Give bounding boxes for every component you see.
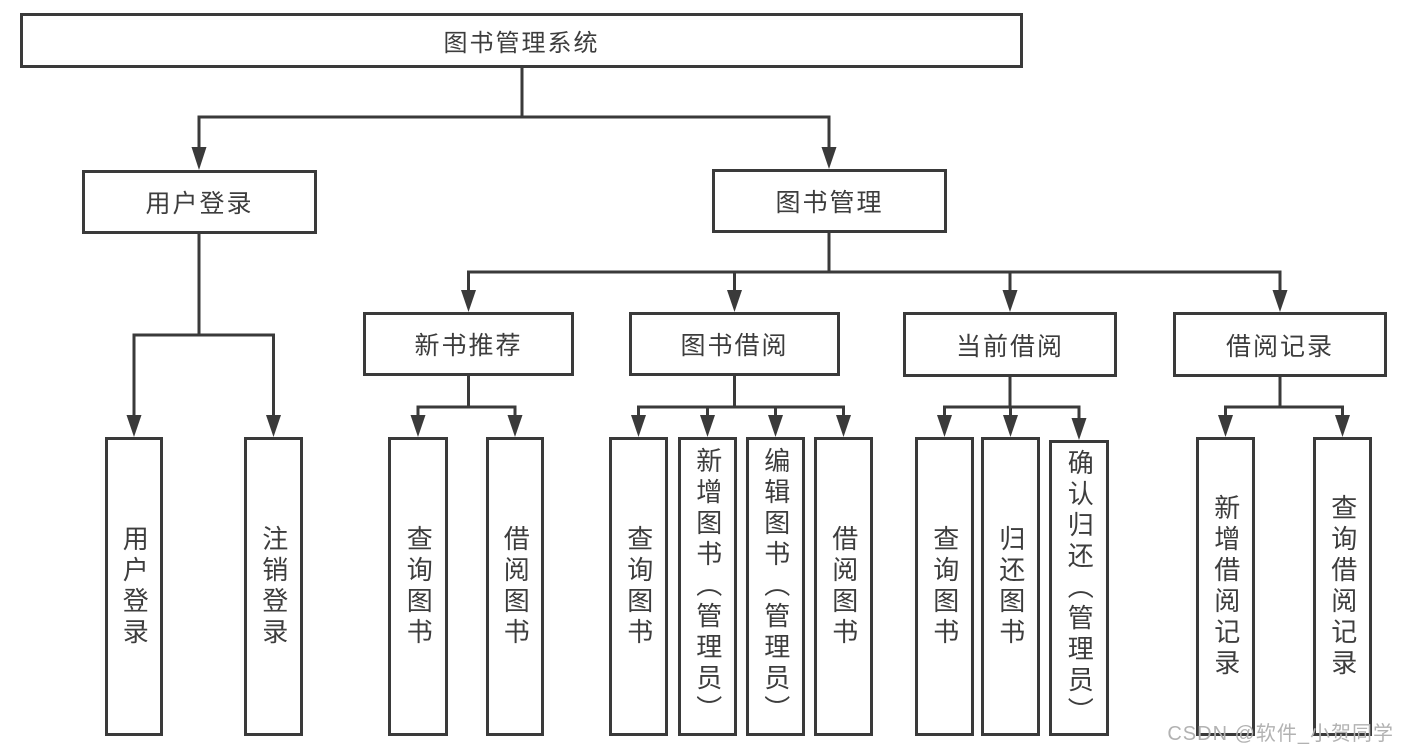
leaf-label: 注销登录 [258,524,289,649]
leaf-query-books-borrow: 查询图书 [609,437,668,736]
connector-current-leaves [943,377,1081,419]
connector-mgmt-level3 [467,233,1282,290]
leaf-return-books: 归还图书 [981,437,1040,736]
csdn-watermark: CSDN @软件_小贺同学 [1167,723,1394,745]
leaf-add-books-admin: 新增图书（管理员） [678,437,737,736]
node-new-book-recommend: 新书推荐 [363,312,574,376]
leaf-label: 用户登录 [119,524,150,649]
leaf-label: 确认归还（管理员） [1064,448,1095,728]
connector-login-leaves [132,234,275,416]
connector-records-leaves [1224,377,1344,416]
node-user-login: 用户登录 [82,170,317,234]
leaf-label: 查询图书 [403,524,434,649]
node-current-borrow: 当前借阅 [903,312,1117,377]
leaf-confirm-return-admin: 确认归还（管理员） [1049,440,1109,736]
leaf-label: 归还图书 [995,524,1026,649]
leaf-query-books-current: 查询图书 [915,437,974,736]
leaf-query-books-recommend: 查询图书 [388,437,448,736]
leaf-label: 新增借阅记录 [1210,493,1241,680]
leaf-query-borrow-record: 查询借阅记录 [1313,437,1372,736]
leaf-add-borrow-record: 新增借阅记录 [1196,437,1255,736]
connector-recommend-leaves [416,376,517,416]
leaf-label: 借阅图书 [828,524,859,649]
leaf-label: 查询借阅记录 [1327,493,1358,680]
arrowheads [126,147,1350,440]
leaf-borrow-books: 借阅图书 [814,437,873,736]
leaf-label: 编辑图书（管理员） [760,447,791,726]
leaf-borrow-books-recommend: 借阅图书 [486,437,544,736]
leaf-label: 借阅图书 [500,524,531,649]
leaf-label: 查询图书 [929,524,960,649]
node-library-management-system: 图书管理系统 [20,13,1023,68]
leaf-logout: 注销登录 [244,437,303,736]
leaf-label: 新增图书（管理员） [692,447,723,726]
node-borrow-records: 借阅记录 [1173,312,1387,377]
leaf-edit-books-admin: 编辑图书（管理员） [746,437,805,736]
leaf-label: 查询图书 [623,524,654,649]
connector-root-level2 [197,68,831,148]
connector-borrow-leaves [637,376,845,416]
node-book-management: 图书管理 [712,169,947,233]
leaf-user-login: 用户登录 [105,437,163,736]
node-book-borrow: 图书借阅 [629,312,840,376]
